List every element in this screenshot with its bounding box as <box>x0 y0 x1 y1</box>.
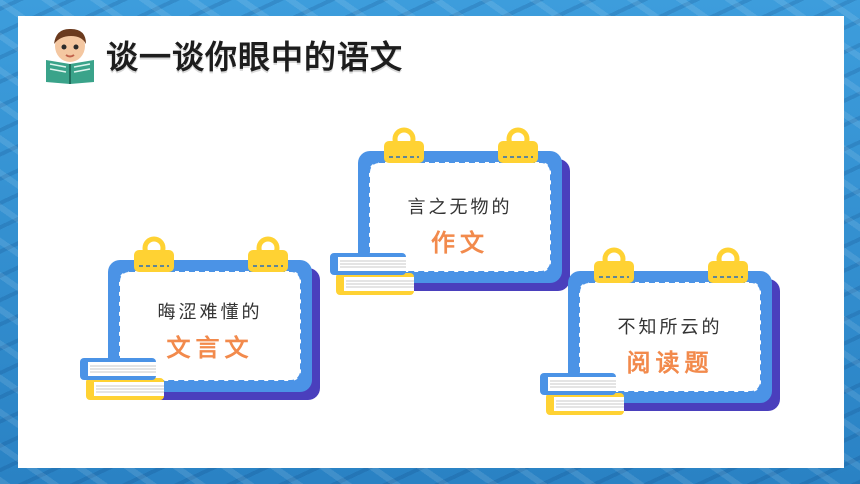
card-reading-questions: 不知所云的 阅读题 <box>536 247 786 419</box>
binder-clip-icon <box>594 247 634 283</box>
card-line-topic: 作文 <box>431 229 489 257</box>
card-frame <box>80 236 320 400</box>
card-line-topic: 文言文 <box>166 334 254 362</box>
card-frame <box>540 247 780 415</box>
card-frame <box>330 127 570 295</box>
binder-clip-icon <box>708 247 748 283</box>
card-classical-chinese: 晦涩难懂的 文言文 <box>76 236 326 408</box>
card-line-description: 言之无物的 <box>407 197 513 218</box>
card-composition: 言之无物的 作文 <box>326 127 576 299</box>
binder-clip-icon <box>384 127 424 163</box>
card-line-description: 晦涩难懂的 <box>157 302 263 323</box>
card-line-topic: 阅读题 <box>626 349 714 377</box>
binder-clip-icon <box>248 236 288 272</box>
page-title: 谈一谈你眼中的语文 <box>106 38 404 76</box>
book-stack-icon <box>80 358 164 400</box>
binder-clip-icon <box>134 236 174 272</box>
reading-boy-icon <box>46 28 94 84</box>
book-stack-icon <box>330 253 414 295</box>
binder-clip-icon <box>498 127 538 163</box>
book-stack-icon <box>540 373 624 415</box>
card-line-description: 不知所云的 <box>617 317 723 338</box>
